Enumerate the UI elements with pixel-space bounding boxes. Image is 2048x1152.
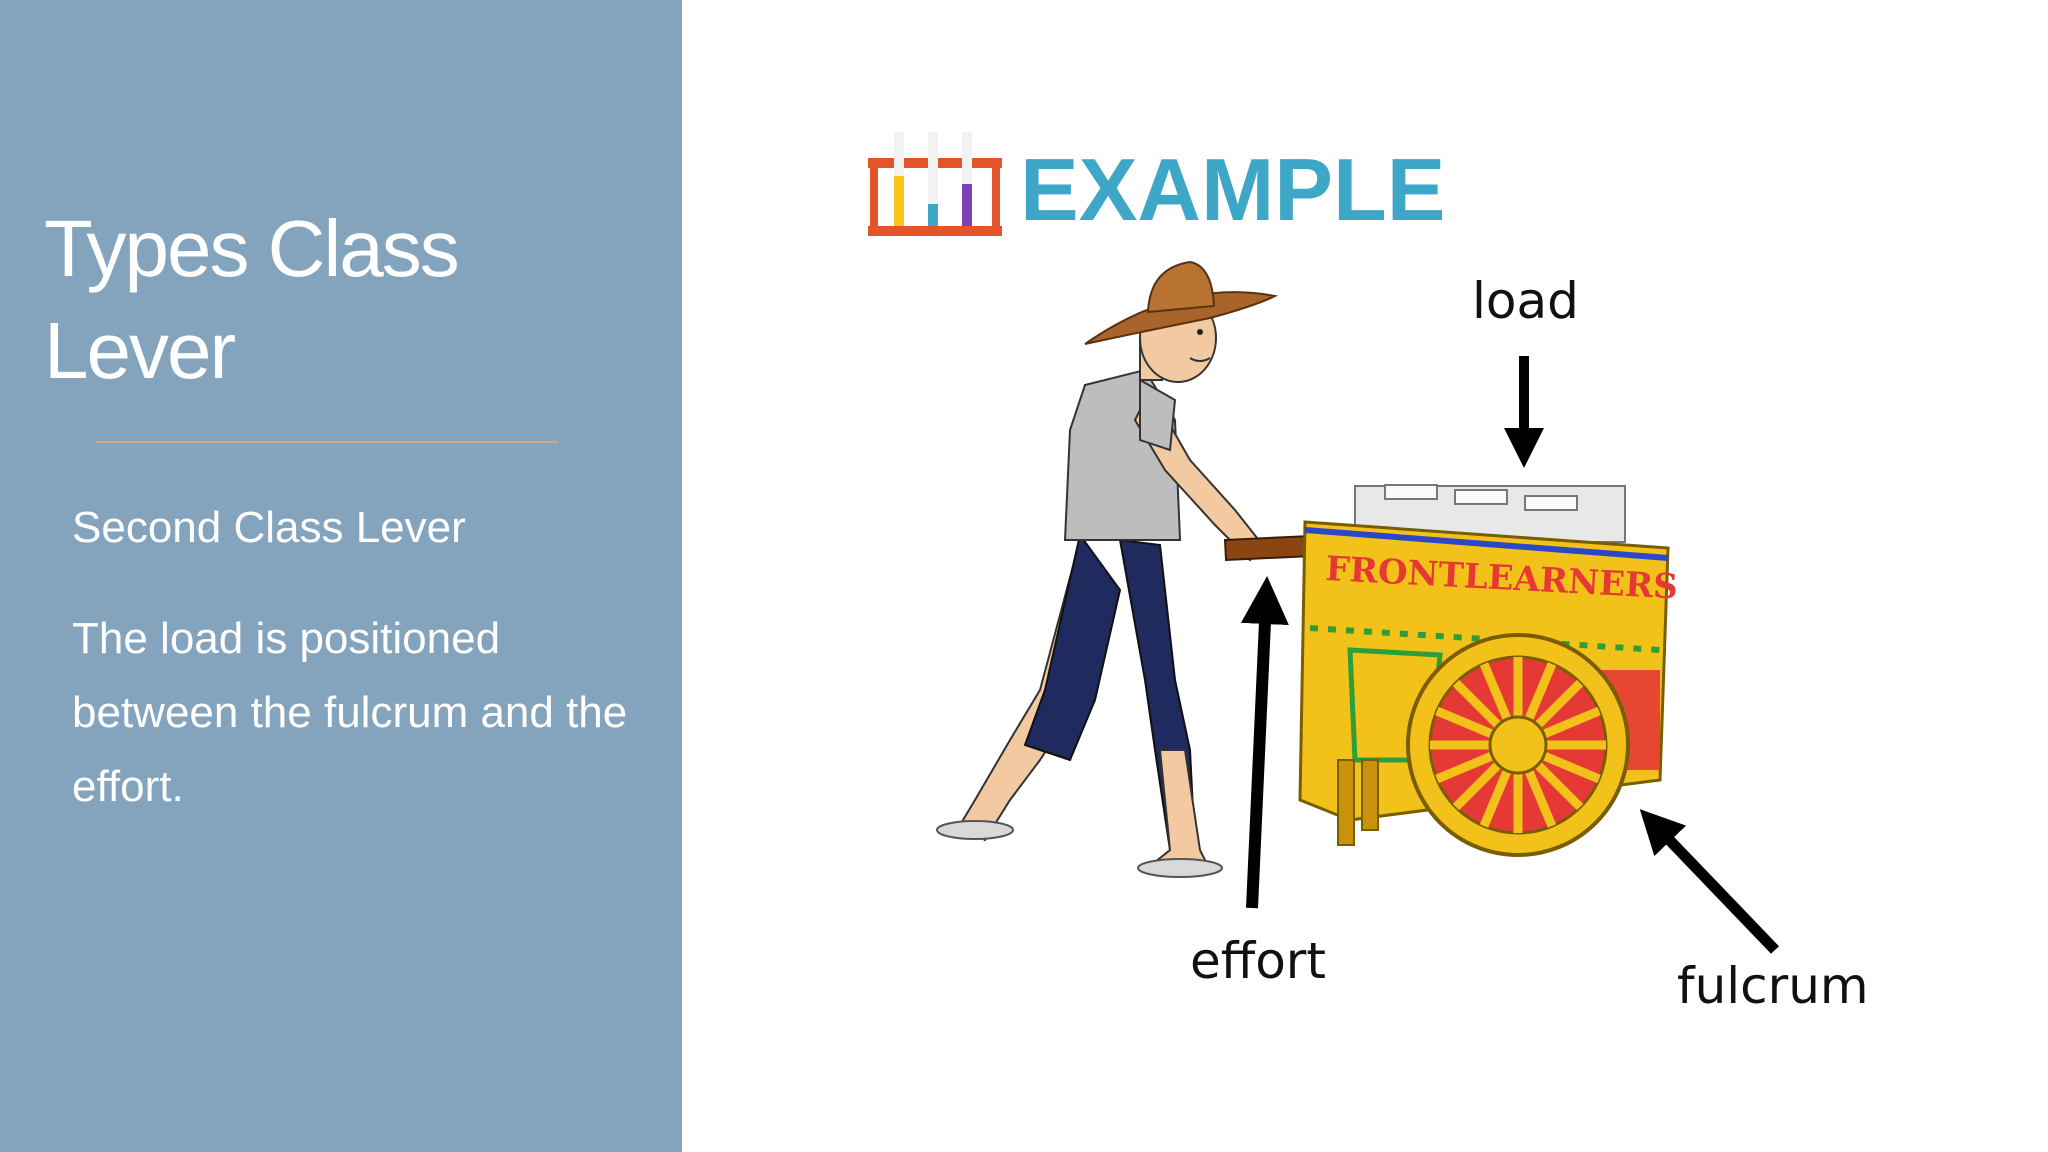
test-tube-rack-icon	[868, 132, 1002, 236]
effort-label: effort	[1190, 932, 1326, 990]
slide-title: Types Class Lever	[44, 204, 460, 395]
slide-body: The load is positioned between the fulcr…	[72, 614, 628, 811]
cart-wheel	[1406, 633, 1630, 857]
divider-rule	[96, 441, 558, 443]
person-figure	[936, 260, 1279, 878]
cart: FRONTLEARNERS	[1223, 484, 1679, 857]
lever-illustration: EXAMPLE FRONTLEARNE	[868, 132, 1869, 1015]
fulcrum-arrow	[1639, 809, 1779, 954]
example-heading: EXAMPLE	[1020, 140, 1445, 239]
fulcrum-label: fulcrum	[1677, 957, 1869, 1015]
effort-arrow	[1240, 576, 1289, 909]
load-label: load	[1472, 272, 1579, 330]
left-panel: Types Class Lever Second Class Lever The…	[0, 0, 682, 1152]
slide-subtitle: Second Class Lever	[72, 503, 466, 552]
